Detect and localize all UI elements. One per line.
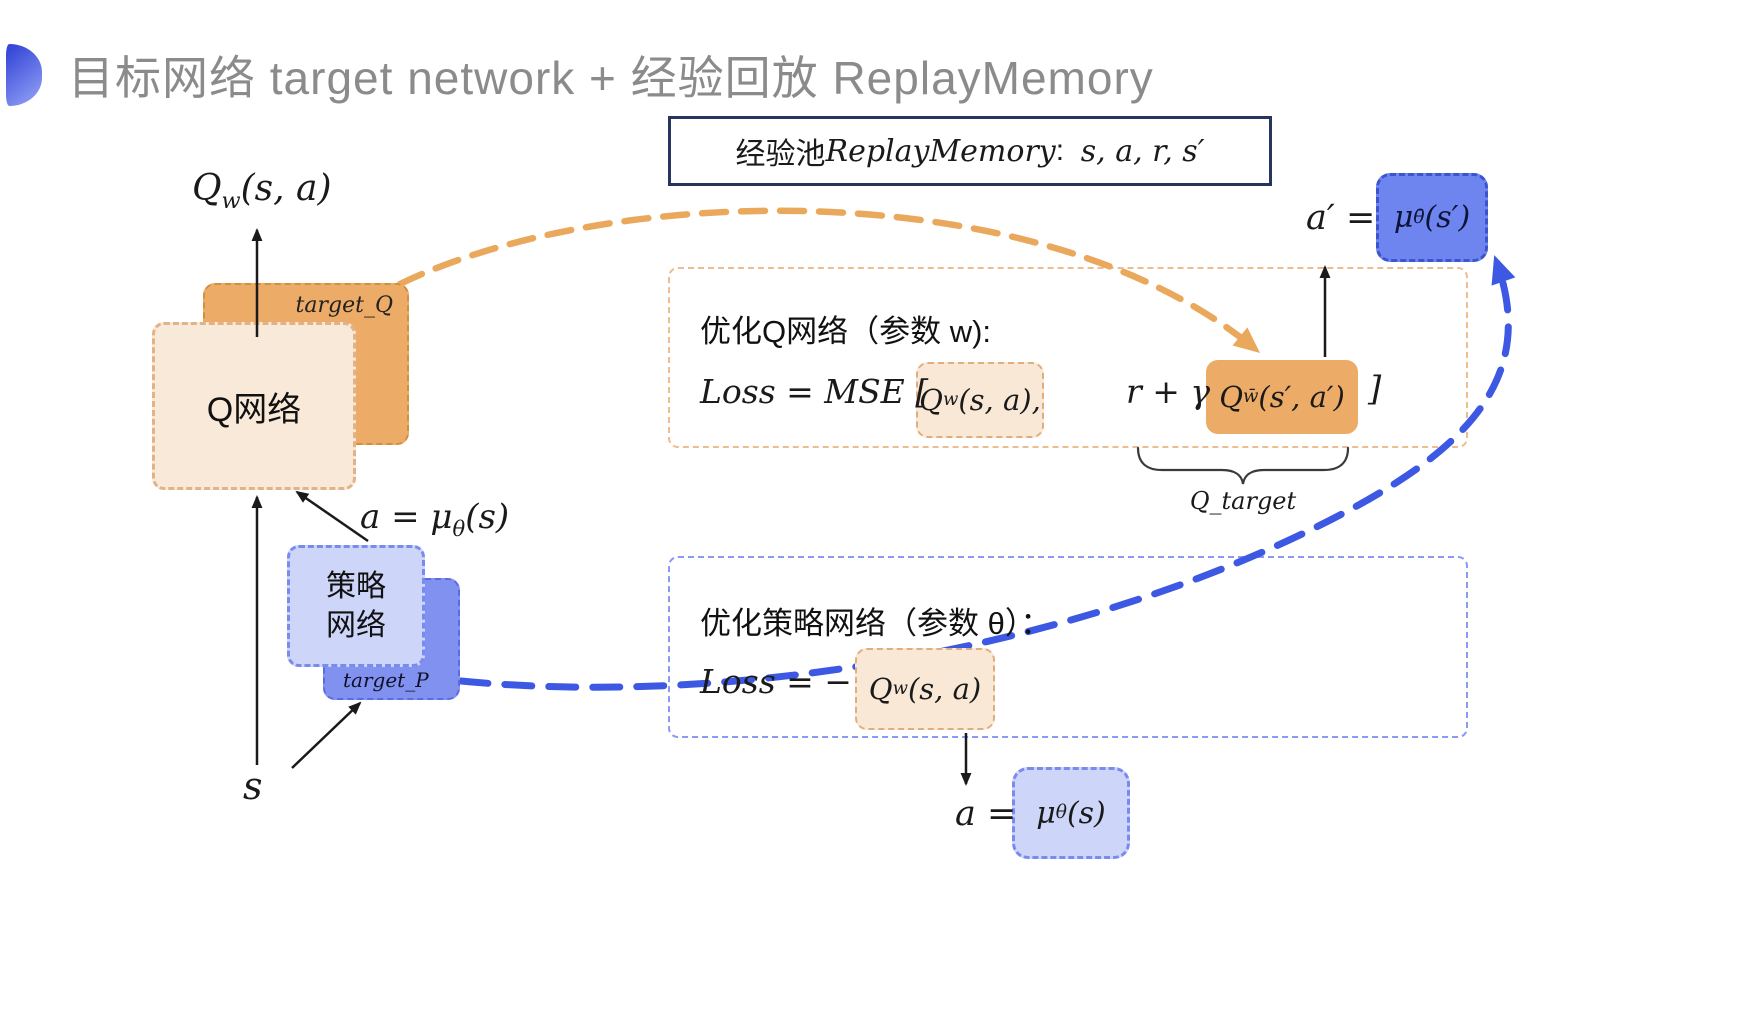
policy-action-lhs: a = μ — [360, 497, 453, 537]
policy-loss-q-base: Q — [868, 672, 893, 706]
replay-memory-box: 经验池 ReplayMemory : s, a, r, s′ — [668, 116, 1272, 186]
next-action-base: μ — [1393, 200, 1414, 235]
replay-tuple: s, a, r, s′ — [1080, 133, 1205, 169]
target-policy-label: target_P — [343, 668, 429, 692]
q-network-card: Q网络 — [152, 322, 356, 490]
title-bullet-icon — [6, 44, 42, 106]
policy-network-label-line2: 网络 — [326, 609, 386, 642]
policy-network-label-line1: 策略 — [326, 570, 386, 603]
q-target-underbrace — [1136, 446, 1350, 485]
q-loss-prefix: Loss = MSE [ — [700, 372, 929, 411]
page-title: 目标网络 target network + 经验回放 ReplayMemory — [68, 52, 1154, 104]
policy-action-formula: a = μθ(s) — [360, 497, 510, 539]
replay-label-cn: 经验池 — [735, 138, 826, 171]
q-output-args: (s, a) — [240, 168, 332, 209]
q-output-sub: w — [221, 188, 241, 215]
current-action-lhs: a = — [955, 794, 1017, 834]
q-target-brace-label: Q_target — [1189, 487, 1297, 515]
state-symbol: s — [243, 764, 263, 808]
q-output-formula: Qw(s, a) — [192, 168, 332, 212]
current-action-base: μ — [1036, 795, 1056, 831]
closing-bracket: ] — [1368, 369, 1382, 409]
next-action-lhs: a′ = — [1306, 198, 1376, 238]
current-action-args: (s) — [1066, 795, 1106, 831]
policy-action-args: (s) — [465, 497, 510, 537]
policy-loss-prefix: Loss = − — [700, 662, 852, 701]
target-q-label: target_Q — [295, 293, 393, 318]
optimize-q-heading: 优化Q网络（参数 w): — [700, 314, 992, 349]
optimize-policy-box — [668, 556, 1468, 738]
policy-to-qnet-arrow — [295, 490, 369, 543]
q-output-base: Q — [192, 168, 222, 209]
q-network-label: Q网络 — [206, 390, 302, 429]
policy-action-sub: θ — [452, 515, 466, 541]
state-to-policy-arrow — [291, 701, 362, 769]
q-target-term-base: Q — [1219, 380, 1243, 414]
reward-gamma-coeff: r + γ — [1126, 372, 1211, 411]
replay-separator: : — [1055, 134, 1081, 167]
q-term-args: (s, a), — [958, 383, 1041, 417]
policy-loss-q-args: (s, a) — [907, 672, 982, 706]
replay-name: ReplayMemory — [825, 133, 1056, 169]
policy-network-card: 策略 网络 — [287, 545, 425, 667]
q-target-term-args: (s′, a′) — [1258, 380, 1345, 414]
optimize-policy-heading: 优化策略网络（参数 θ）： — [700, 606, 1052, 641]
next-action-args: (s′) — [1424, 200, 1471, 235]
